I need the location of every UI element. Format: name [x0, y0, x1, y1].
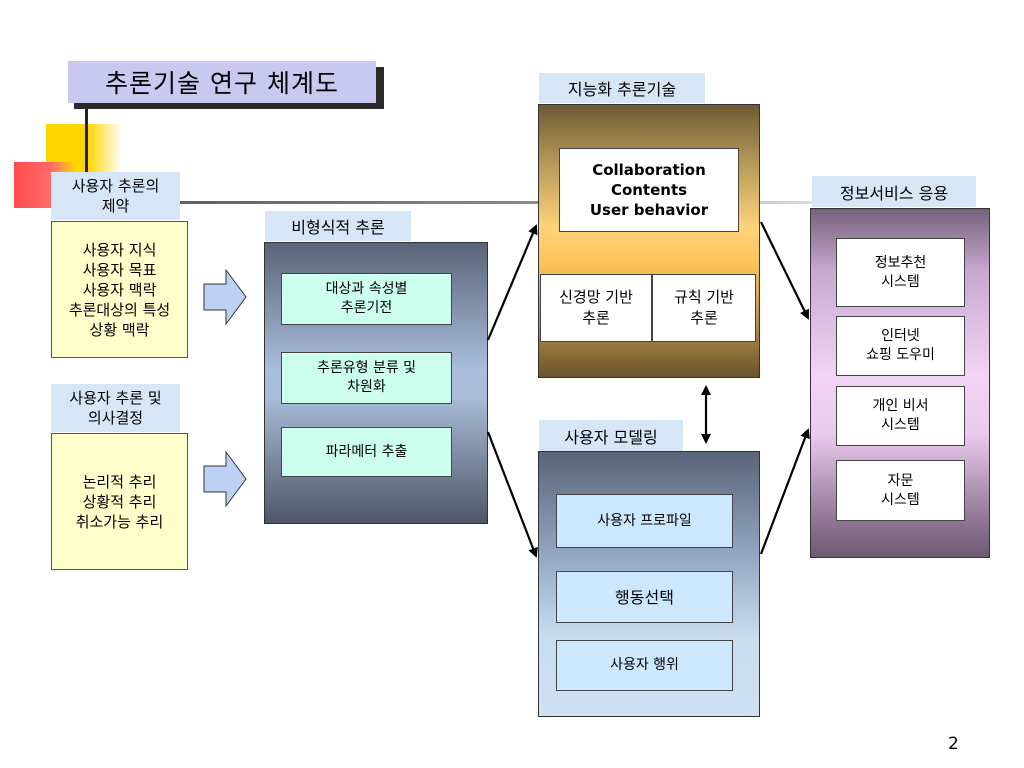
constraint-item: 사용자 목표	[82, 260, 157, 279]
informal-box-parameter: 파라메터 추출	[281, 427, 452, 477]
user-behavior-box: 사용자 행위	[556, 640, 733, 691]
advisory-system-box: 자문 시스템	[836, 460, 965, 521]
rule-line1: 규칙 기반	[674, 288, 734, 306]
informal-box1-line2: 추론기전	[340, 300, 393, 316]
service2-line2: 쇼핑 도우미	[866, 347, 935, 363]
service3-line1: 개인 비서	[872, 398, 929, 414]
decision-box: 논리적 추리 상황적 추리 취소가능 추리	[51, 433, 188, 570]
constraints-box: 사용자 지식 사용자 목표 사용자 맥락 추론대상의 특성 상황 맥락	[51, 221, 188, 358]
page-title: 추론기술 연구 체계도	[68, 61, 376, 103]
arrow-intelligent-to-services	[760, 221, 809, 320]
constraint-item: 사용자 맥락	[82, 280, 157, 299]
service4-line1: 자문	[887, 472, 914, 489]
shopping-assistant-box: 인터넷 쇼핑 도우미	[836, 316, 965, 376]
decision-item: 논리적 추리	[82, 472, 157, 491]
decision-item: 상황적 추리	[82, 492, 157, 511]
decision-item: 취소가능 추리	[75, 512, 164, 531]
constraints-header-line1: 사용자 추론의	[71, 177, 160, 195]
constraints-header: 사용자 추론의 제약	[51, 172, 180, 220]
title-vertical-rule	[85, 96, 88, 206]
arrow-informal-to-modeling	[486, 431, 538, 558]
arrow-modeling-to-services	[759, 428, 810, 555]
constraint-item: 상황 맥락	[89, 320, 150, 339]
rule-based-reasoning-box: 규칙 기반 추론	[652, 274, 756, 342]
constraints-header-line2: 제약	[101, 197, 130, 215]
intelligent-inner-line1: Collaboration	[592, 161, 706, 179]
intelligent-inner-line3: User behavior	[589, 201, 709, 219]
decision-header-line1: 사용자 추론 및	[69, 389, 162, 407]
service1-line1: 정보추천	[874, 254, 927, 271]
neural-network-reasoning-box: 신경망 기반 추론	[540, 274, 652, 342]
informal-header: 비형식적 추론	[265, 211, 411, 241]
service4-line2: 시스템	[881, 491, 920, 508]
personal-assistant-box: 개인 비서 시스템	[836, 386, 965, 446]
service2-line1: 인터넷	[881, 328, 920, 344]
informal-box2-line2: 차원화	[347, 379, 386, 395]
services-header: 정보서비스 응용	[812, 176, 976, 207]
informal-box2-line1: 추론유형 분류 및	[316, 360, 417, 376]
page-number: 2	[948, 734, 959, 754]
rule-line2: 추론	[690, 309, 718, 327]
user-profile-box: 사용자 프로파일	[556, 494, 733, 548]
action-selection-box: 행동선택	[556, 571, 733, 623]
service1-line2: 시스템	[881, 273, 920, 290]
neural-line2: 추론	[582, 309, 610, 327]
informal-box-classification: 추론유형 분류 및 차원화	[281, 352, 452, 404]
intelligent-inner-line2: Contents	[610, 181, 688, 199]
neural-line1: 신경망 기반	[559, 288, 633, 306]
service3-line2: 시스템	[881, 417, 920, 433]
intelligent-inner-box: Collaboration Contents User behavior	[559, 148, 739, 232]
recommendation-system-box: 정보추천 시스템	[836, 238, 965, 307]
block-arrow-lower	[203, 450, 247, 508]
modeling-header: 사용자 모델링	[539, 420, 683, 451]
informal-box1-line1: 대상과 속성별	[325, 281, 408, 297]
constraint-item: 추론대상의 특성	[68, 300, 171, 319]
constraint-item: 사용자 지식	[82, 240, 157, 259]
decision-header-line2: 의사결정	[87, 409, 144, 427]
intelligent-header: 지능화 추론기술	[539, 73, 705, 103]
decision-header: 사용자 추론 및 의사결정	[51, 384, 180, 432]
arrow-informal-to-intelligent	[486, 224, 538, 341]
informal-box-mechanism: 대상과 속성별 추론기전	[281, 273, 452, 325]
block-arrow-upper	[203, 268, 247, 326]
horizontal-rule	[86, 201, 816, 204]
